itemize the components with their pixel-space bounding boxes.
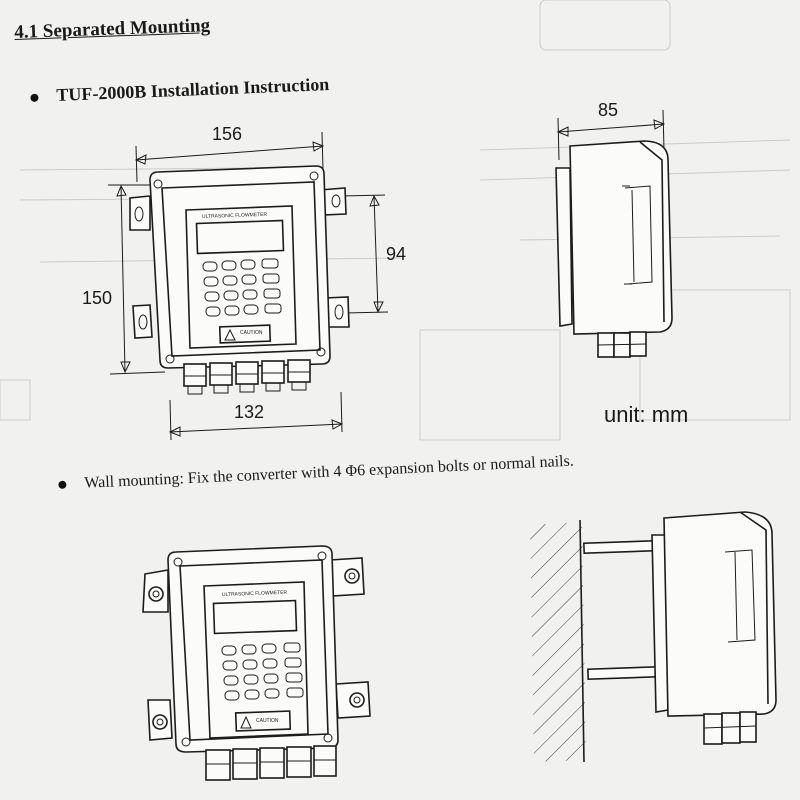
cable-glands-bottom xyxy=(205,745,337,781)
unit-label: unit: mm xyxy=(604,402,689,427)
dimension-width-bottom: 132 xyxy=(234,402,265,422)
dimension-height-right: 94 xyxy=(386,244,407,264)
front-view-bottom: ULTRASONIC FLOWMETER xyxy=(142,545,371,781)
device-brand-label-top: ULTRASONIC FLOWMETER xyxy=(202,212,268,220)
dimension-height-left: 150 xyxy=(82,288,113,308)
caution-label-top: CAUTION xyxy=(240,330,263,336)
dimension-width-top: 156 xyxy=(212,124,243,144)
cable-glands-top xyxy=(183,359,311,395)
device-brand-label-bottom: ULTRASONIC FLOWMETER xyxy=(222,590,288,598)
dimension-depth-side: 85 xyxy=(598,100,619,120)
bullet-dot-icon xyxy=(58,480,67,490)
wall-mount-side-view xyxy=(530,511,777,763)
side-view-top xyxy=(555,109,673,358)
caution-label-bottom: CAUTION xyxy=(256,718,279,724)
bullet-dot-icon xyxy=(30,93,39,102)
front-view-top: ULTRASONIC FLOWMETER xyxy=(108,131,389,441)
keypad-bottom xyxy=(221,642,304,701)
keypad-top xyxy=(202,258,282,317)
